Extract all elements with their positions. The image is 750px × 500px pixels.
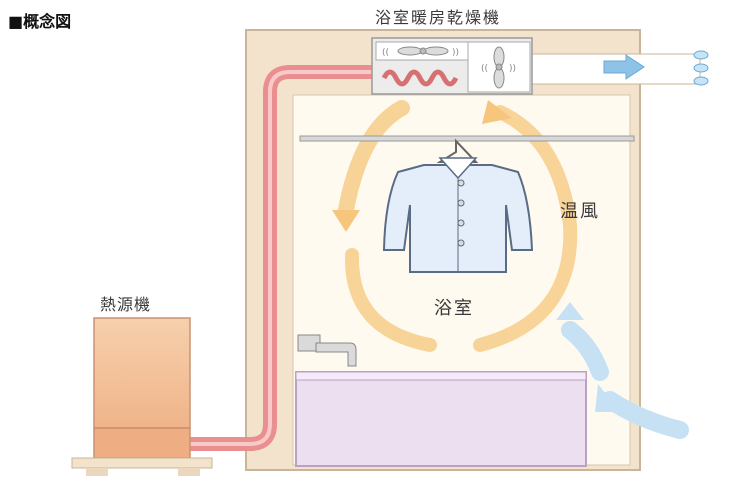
heater-coil-icon	[381, 69, 459, 87]
heat-source-label: 熱源機	[100, 295, 152, 314]
bathtub-rim	[295, 371, 587, 381]
cool-air-arrow-1	[556, 302, 584, 320]
moisture-drops-icon	[693, 50, 709, 86]
bathtub	[295, 371, 587, 467]
warm-air-arrow-left	[332, 210, 360, 232]
diagram-title: ■概念図	[8, 12, 72, 31]
hot-water-pipe-inner	[188, 70, 382, 446]
dryer-unit-label: 浴室暖房乾燥機	[375, 8, 502, 27]
circulation-fan-icon	[397, 46, 449, 56]
svg-text:((: ((	[481, 64, 488, 74]
clothes-rod	[299, 135, 635, 142]
exhaust-arrow-icon	[603, 54, 645, 80]
svg-text:((: ((	[382, 48, 389, 58]
heat-source-unit	[71, 317, 213, 476]
faucet-icon	[297, 334, 357, 367]
svg-text:)): ))	[452, 48, 459, 58]
exhaust-fan-icon	[493, 46, 505, 89]
shirt-icon	[382, 138, 534, 273]
warm-air-label: 温風	[560, 201, 600, 222]
svg-text:)): ))	[509, 64, 516, 74]
cool-air-arrow-2	[595, 384, 620, 412]
warm-air-arrow-top	[482, 100, 512, 124]
dryer-unit: (( )) (( ))	[371, 37, 533, 95]
bathroom-label: 浴室	[434, 298, 474, 319]
cool-air-intake	[561, 321, 689, 439]
